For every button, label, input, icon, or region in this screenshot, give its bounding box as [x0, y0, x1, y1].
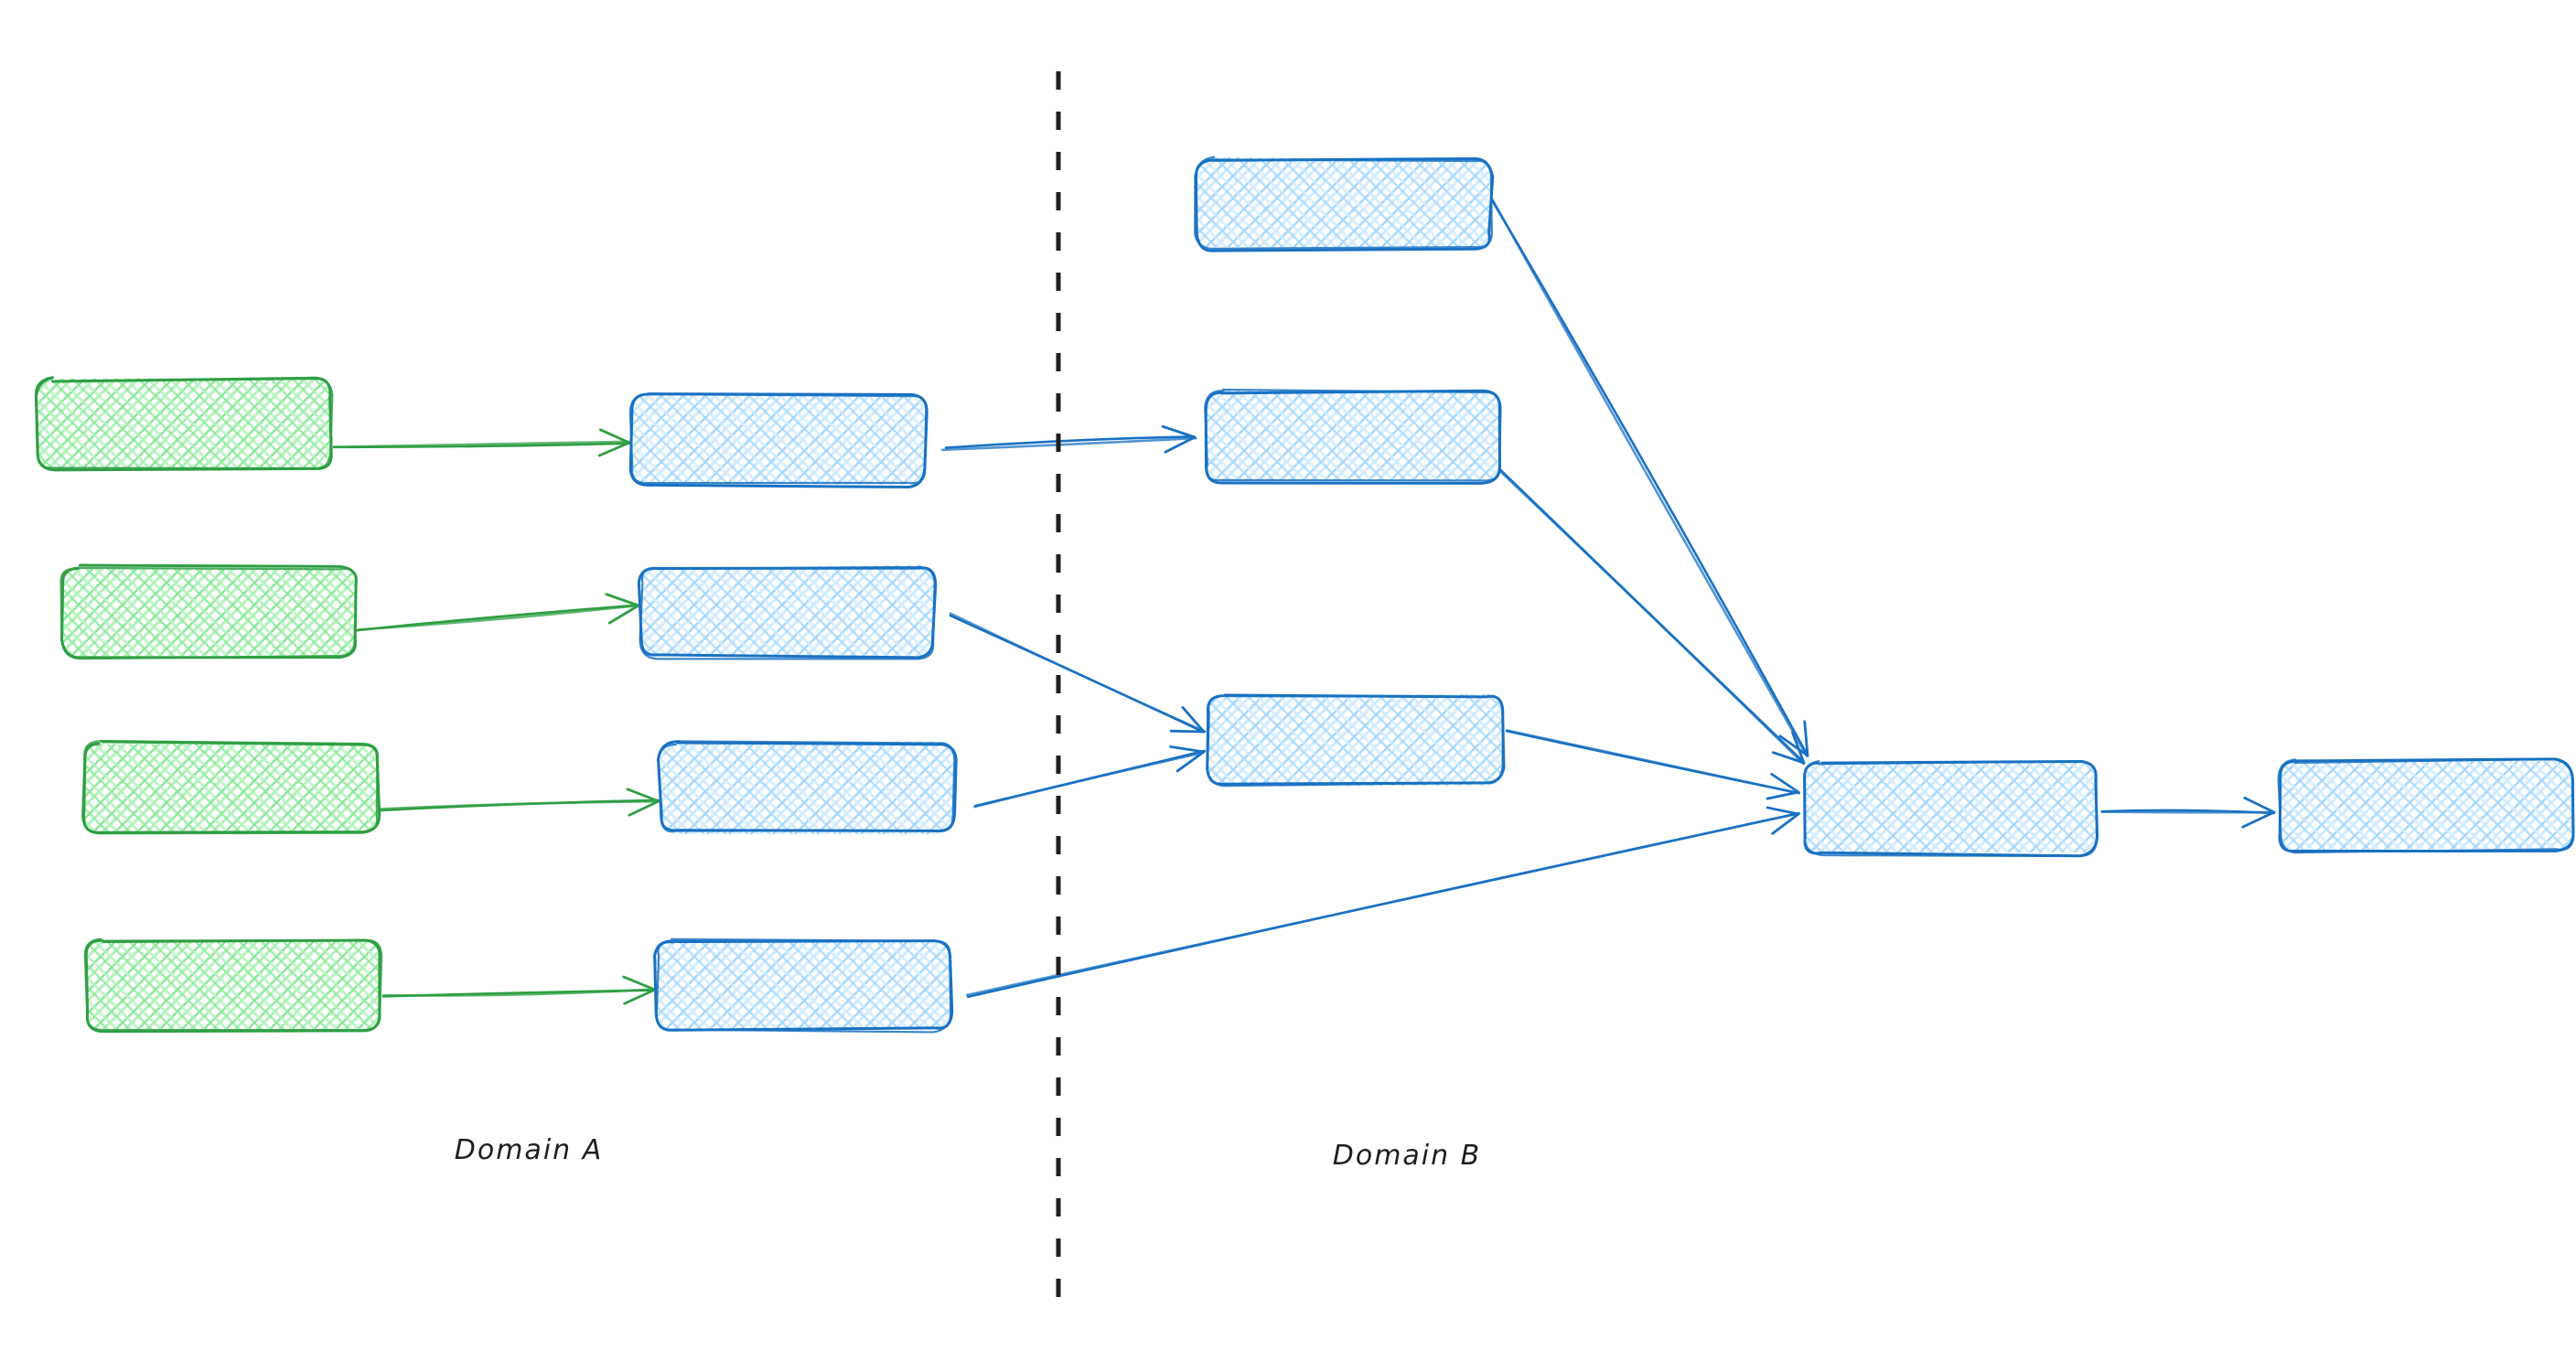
edges-layer: [327, 195, 2276, 1005]
edge-e-b4-hub: [965, 806, 1801, 999]
edge-e-c3-hub: [1505, 729, 1801, 800]
node-a2[interactable]: [59, 563, 358, 660]
node-a3[interactable]: [80, 739, 381, 835]
edge-e-b2-c3: [949, 612, 1207, 734]
domain-b-label: Domain B: [1332, 1140, 1482, 1172]
edge-e-c2-hub: [1495, 466, 1806, 766]
node-a1[interactable]: [34, 376, 334, 472]
edge-e-c1-hub: [1488, 195, 1809, 757]
node-b2[interactable]: [637, 564, 938, 660]
node-c2[interactable]: [1204, 388, 1502, 485]
node-b3[interactable]: [657, 740, 958, 835]
domain-a-label: Domain A: [454, 1134, 604, 1166]
node-c3[interactable]: [1206, 693, 1506, 788]
edge-e-a4-b4: [381, 975, 657, 1005]
edge-e-a3-b3: [379, 788, 660, 817]
edge-e-a1-b1: [327, 428, 631, 457]
node-hub[interactable]: [1803, 759, 2099, 858]
node-b4[interactable]: [653, 938, 954, 1034]
node-b1[interactable]: [628, 392, 928, 488]
edge-e-b1-c2: [940, 424, 1197, 454]
node-a4[interactable]: [83, 938, 383, 1034]
edge-e-a2-b2: [356, 593, 641, 632]
edge-e-hub-out: [2100, 796, 2276, 829]
edge-e-b3-c3: [973, 745, 1207, 809]
nodes-layer: [34, 155, 2575, 1034]
node-c1[interactable]: [1194, 155, 1495, 252]
node-out[interactable]: [2277, 757, 2575, 854]
